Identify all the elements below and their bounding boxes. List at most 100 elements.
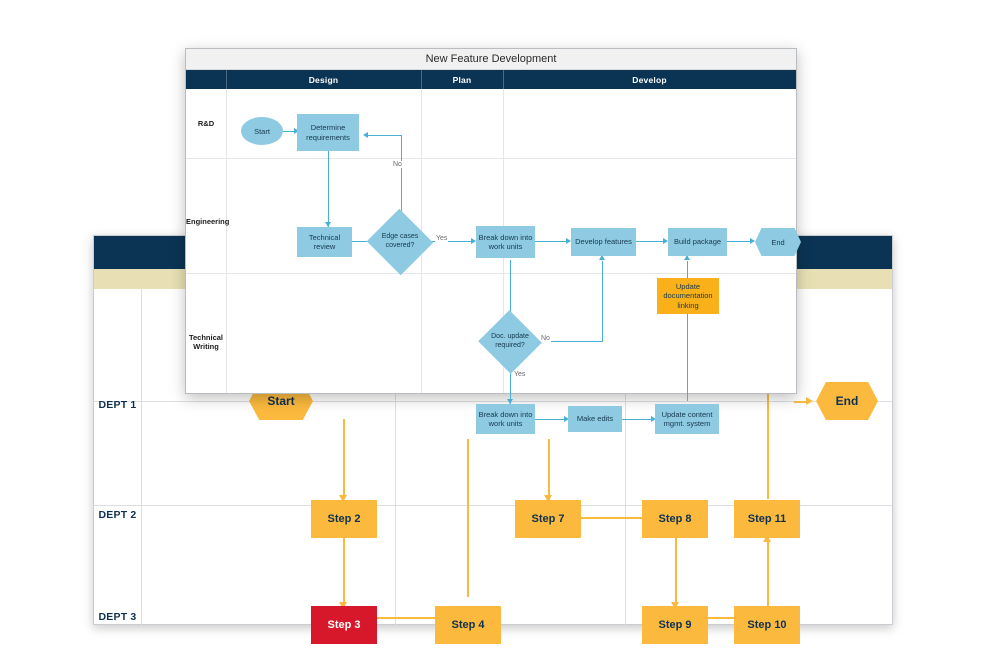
front-connector-edits-cms <box>622 419 652 421</box>
front-node-techreview-line2: review <box>313 242 336 251</box>
front-connector-break-edits <box>535 419 565 421</box>
front-connector-edge-yes <box>430 241 472 243</box>
back-lane-label-dept2: DEPT 2 <box>98 509 137 521</box>
front-connector-docreq-yes <box>510 362 512 404</box>
back-arrow-step8-step9 <box>671 602 679 609</box>
front-lane-divider-2 <box>186 273 796 274</box>
back-connector-step10-step11 <box>767 541 769 607</box>
front-node-docreq-text: Doc. update required? <box>491 333 529 351</box>
front-node-update-documentation-linking[interactable]: Update documentation linking <box>657 278 719 314</box>
front-node-break-down-tw[interactable]: Break down into work units <box>476 404 535 434</box>
back-column-divider-2 <box>625 289 626 625</box>
back-node-step7[interactable]: Step 7 <box>515 500 581 538</box>
front-connector-updatedoc-build <box>687 261 689 281</box>
front-node-breakeng-line2: work units <box>488 242 523 251</box>
front-column-header-develop: Develop <box>632 74 667 85</box>
front-connector-edge-no-up <box>401 135 403 215</box>
back-lane-divider-1 <box>94 401 892 402</box>
back-arrow-step2-step3 <box>339 602 347 609</box>
front-node-determine-requirements[interactable]: Determine requirements <box>297 114 359 151</box>
front-column-divider-label <box>226 89 227 393</box>
back-node-step4[interactable]: Step 4 <box>435 606 501 644</box>
front-node-updatedoc-line1: Update <box>675 281 701 291</box>
back-lane-label-dept1: DEPT 1 <box>98 399 137 411</box>
front-node-build-package[interactable]: Build package <box>668 228 727 256</box>
front-node-docreq-line1: Doc. update <box>491 333 529 341</box>
front-node-updatecms-line1: Update content <box>661 409 713 419</box>
front-connector-break-docreq <box>510 260 512 322</box>
back-arrow-to-end <box>806 397 813 405</box>
front-lane-label-tw-line1: Technical <box>188 333 224 342</box>
front-header-sep-1 <box>421 70 422 89</box>
front-arrow-edge-no-determine <box>363 131 368 138</box>
front-connector-develop-build <box>636 241 664 243</box>
back-node-step2[interactable]: Step 2 <box>311 500 377 538</box>
front-node-break-down-eng[interactable]: Break down into work units <box>476 226 535 258</box>
back-column-divider-1 <box>395 289 396 625</box>
front-node-updatedoc-line2: documentation <box>663 291 713 301</box>
front-connector-docreq-no-right <box>536 341 603 343</box>
front-header-sep-0 <box>226 70 227 89</box>
front-node-doc-update-decision[interactable]: Doc. update required? <box>478 310 542 374</box>
front-node-breaktw-line1: Break down into <box>478 409 533 419</box>
front-node-breaktw-line2: work units <box>488 419 523 428</box>
front-node-technical-review[interactable]: Technical review <box>297 227 352 257</box>
back-connector-to-step7 <box>548 439 550 501</box>
front-connector-determine-techreview <box>328 151 330 227</box>
front-arrow-edge-yes-break <box>471 237 476 244</box>
back-connector-to-end <box>794 401 808 403</box>
front-diagram-body: R&D Engineering Technical Writing No <box>186 89 801 434</box>
front-node-edge-cases-decision[interactable]: Edge cases covered? <box>366 208 434 276</box>
back-node-end[interactable]: End <box>816 382 878 420</box>
front-lane-label-technical-writing: Technical Writing <box>186 333 226 352</box>
back-node-step3[interactable]: Step 3 <box>311 606 377 644</box>
front-node-develop-features[interactable]: Develop features <box>571 228 636 256</box>
front-arrow-build-end <box>750 237 755 244</box>
back-connector-step8-step9 <box>675 538 677 608</box>
front-arrow-develop-build <box>663 237 668 244</box>
front-node-start[interactable]: Start <box>241 117 283 145</box>
back-node-step9[interactable]: Step 9 <box>642 606 708 644</box>
front-node-edge-line2: covered? <box>385 242 415 249</box>
front-arrow-docreq-yes-break <box>506 399 513 404</box>
back-connector-start-step2 <box>343 419 345 499</box>
front-arrow-updatedoc-build <box>683 255 690 260</box>
back-connector-step3-step4 <box>376 617 458 619</box>
front-connector-cms-updatedoc <box>687 301 689 401</box>
front-edge-label-no-edgecases: No <box>392 161 403 168</box>
back-connector-step7-step8 <box>581 517 667 519</box>
front-swimlane-diagram: New Feature Development Design Plan Deve… <box>185 48 801 434</box>
front-node-make-edits[interactable]: Make edits <box>568 406 622 432</box>
back-node-step11[interactable]: Step 11 <box>734 500 800 538</box>
back-arrow-start-step2 <box>339 495 347 502</box>
back-node-step10[interactable]: Step 10 <box>734 606 800 644</box>
front-node-update-content-mgmt[interactable]: Update content mgmt. system <box>655 404 719 434</box>
back-lane-divider-2 <box>94 505 892 506</box>
front-lane-divider-1 <box>186 158 796 159</box>
front-lane-label-tw-line2: Writing <box>193 342 219 352</box>
front-node-determine-line1: Determine <box>310 123 346 133</box>
front-arrow-start-determine <box>294 127 299 134</box>
front-column-header-design: Design <box>308 74 339 85</box>
front-node-docreq-line2: required? <box>495 342 525 349</box>
front-lane-label-engineering: Engineering <box>186 217 230 226</box>
front-lane-label-rnd: R&D <box>197 119 215 128</box>
front-connector-docreq-no-up <box>602 261 604 342</box>
front-node-updatedoc-line3: linking <box>677 300 699 310</box>
front-arrow-break-develop <box>566 237 571 244</box>
back-column-divider-label <box>141 289 142 625</box>
front-edge-label-yes-edgecases: Yes <box>435 235 449 242</box>
front-connector-build-end <box>727 241 751 243</box>
back-node-step8[interactable]: Step 8 <box>642 500 708 538</box>
front-node-breakeng-line1: Break down into <box>478 232 533 242</box>
back-arrow-step10-step11 <box>763 535 771 542</box>
front-node-end[interactable]: End <box>755 228 801 256</box>
front-arrow-docreq-no-develop <box>598 255 605 260</box>
front-node-updatecms-line2: mgmt. system <box>663 419 711 428</box>
front-node-edge-line1: Edge cases <box>381 233 419 241</box>
front-connector-break-develop <box>535 241 567 243</box>
front-edge-label-no-doc: No <box>540 335 551 342</box>
back-connector-step2-step3 <box>343 538 345 608</box>
back-arrow-to-step7 <box>544 495 552 502</box>
back-connector-step11-up <box>767 341 769 499</box>
